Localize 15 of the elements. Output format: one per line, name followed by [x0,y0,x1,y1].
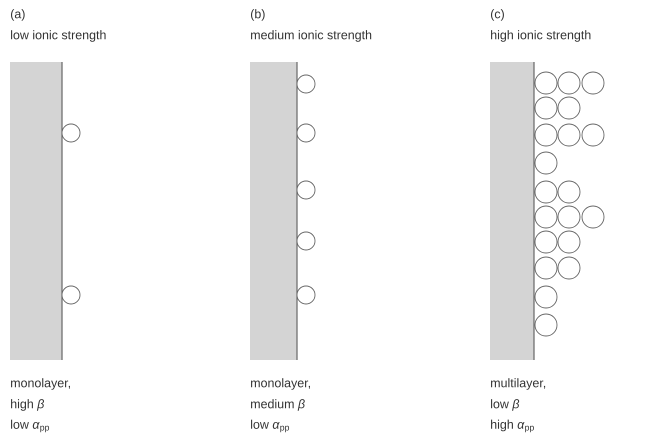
label-text: monolayer, [251,378,310,390]
label-text: monolayer, [11,378,70,390]
label-text: low α$_{pp}$ [251,420,290,432]
label-text: high β [11,399,44,411]
label-text: medium β [251,399,305,411]
label-text: multilayer, [491,378,546,390]
label-text: high ionic strength [491,30,590,42]
label-text: low ionic strength [11,30,106,42]
label-text: low β [491,399,520,411]
label-text: (a) [10,9,25,21]
label-text: low α$_{pp}$ [11,420,50,432]
label-text: medium ionic strength [251,30,372,42]
label-text: (b) [250,9,265,21]
label-text: high α$_{pp}$ [491,420,534,432]
label-text: (c) [490,9,504,21]
